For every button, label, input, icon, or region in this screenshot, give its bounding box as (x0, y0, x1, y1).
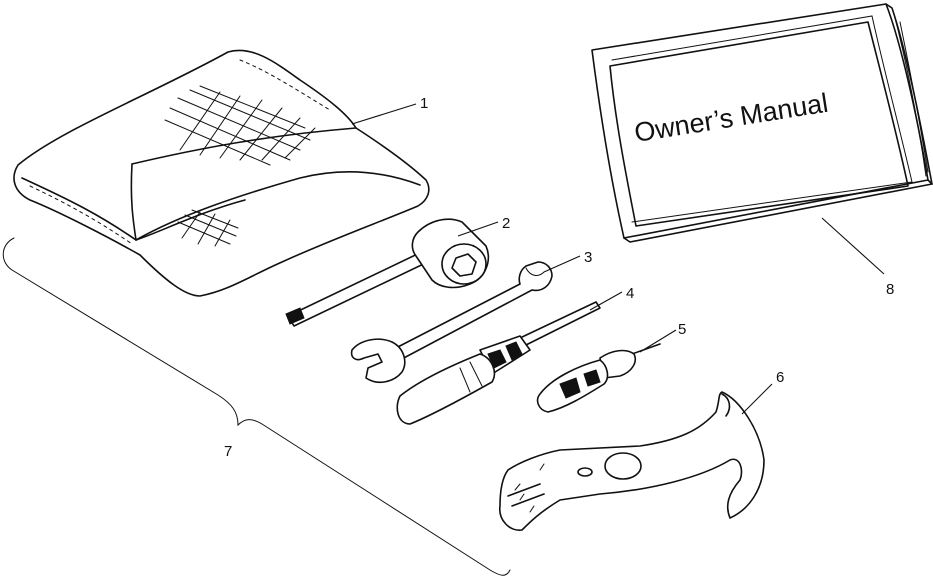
callout-4: 4 (626, 285, 634, 302)
leader-6 (741, 383, 773, 415)
screwdriver (396, 301, 601, 425)
callout-8: 8 (886, 281, 894, 298)
callout-2: 2 (502, 215, 510, 232)
tool-pouch (13, 49, 430, 297)
combination-wrench (350, 261, 553, 384)
callout-1: 1 (420, 95, 428, 112)
callout-3: 3 (584, 249, 592, 266)
leader-2 (457, 221, 499, 237)
leader-5 (639, 329, 677, 353)
callout-6: 6 (776, 369, 784, 386)
leader-1 (351, 103, 417, 125)
callout-7: 7 (224, 443, 232, 460)
leader-4 (589, 291, 623, 311)
leader-8 (821, 217, 885, 275)
owners-manual: Owner’s Manual (591, 3, 933, 243)
leader-3 (543, 255, 581, 273)
small-screwdriver (536, 343, 661, 413)
socket-wrench (285, 218, 490, 327)
callout-5: 5 (678, 321, 686, 338)
hook-spanner (499, 391, 765, 531)
kit-group-bracket (2, 237, 511, 576)
